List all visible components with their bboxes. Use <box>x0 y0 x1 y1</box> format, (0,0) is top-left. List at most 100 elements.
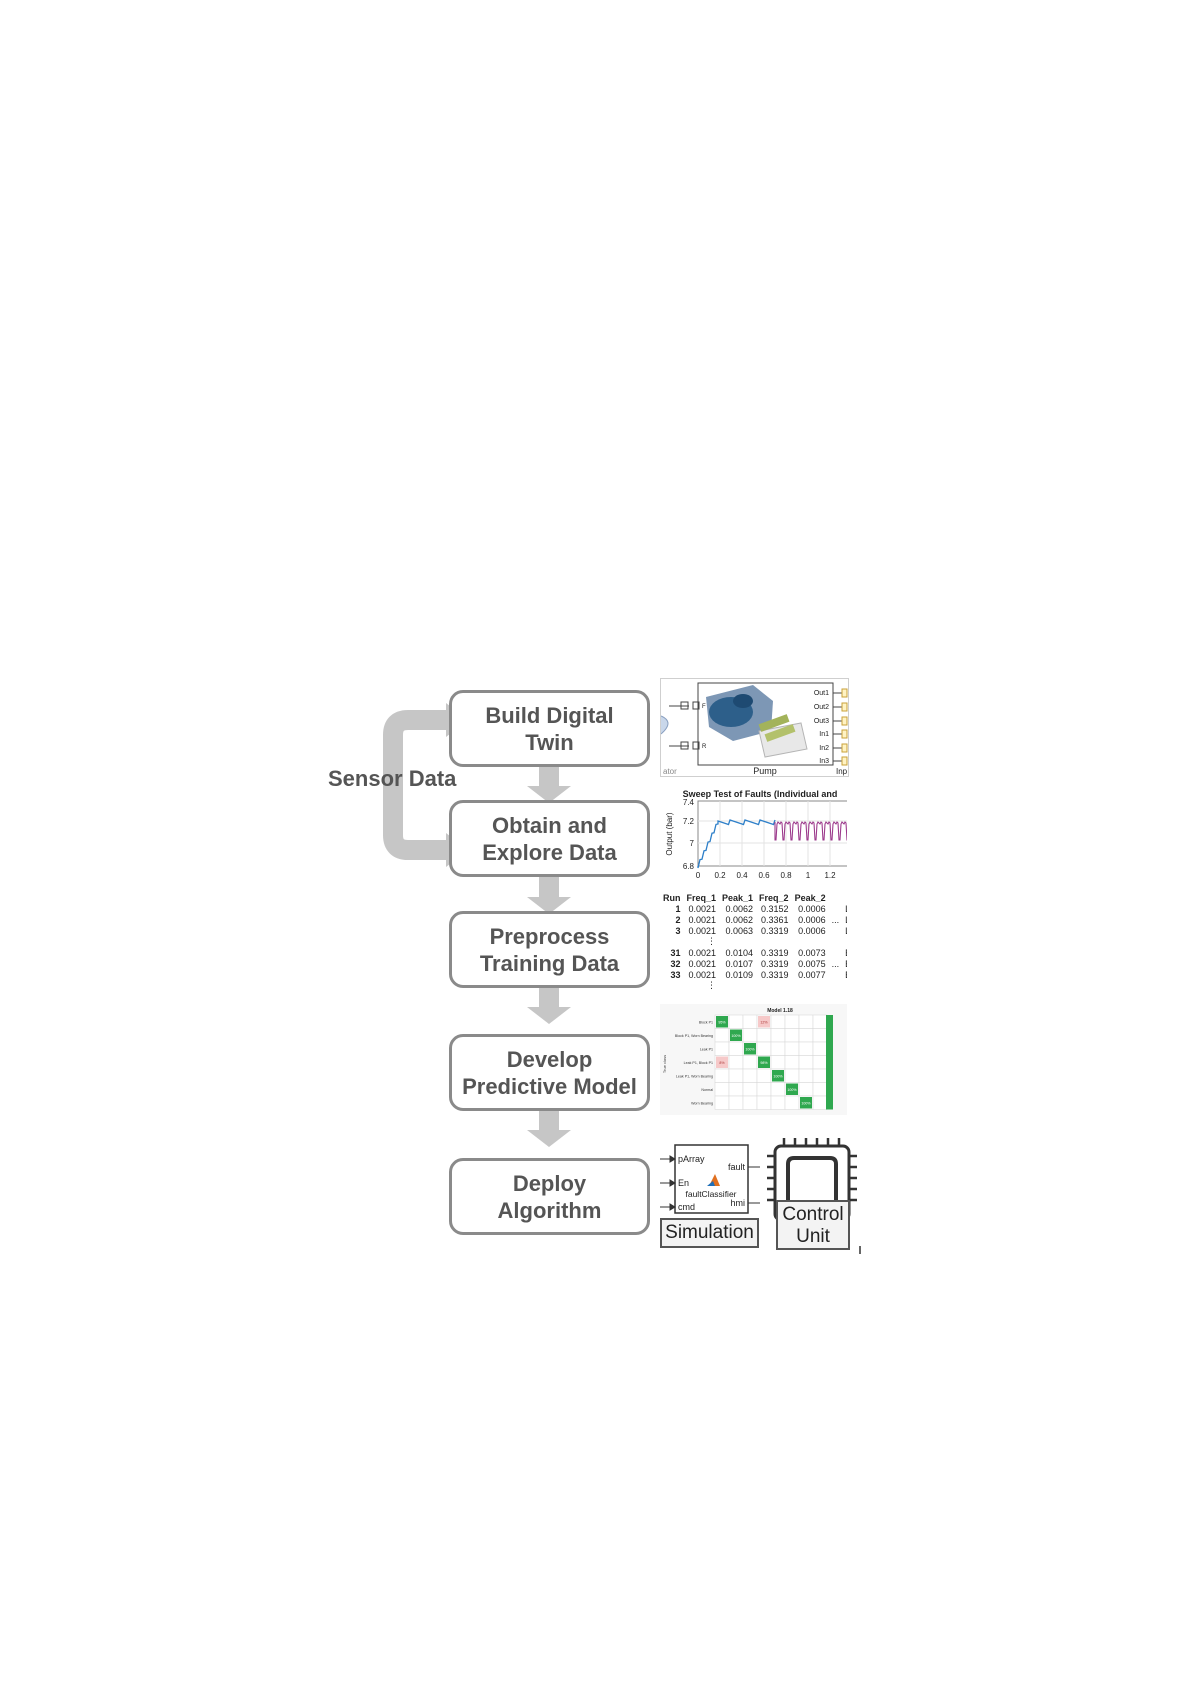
step-line: Twin <box>525 729 574 755</box>
table-cell: 0.0062 <box>725 914 754 925</box>
port-label: In2 <box>819 745 829 752</box>
control-unit-line: Unit <box>796 1226 830 1247</box>
cm-cell <box>728 1068 744 1083</box>
table-cell: 0.0109 <box>725 969 754 980</box>
output-label: fault <box>728 1162 746 1172</box>
table-cell: 0.0107 <box>725 958 754 969</box>
input-label: cmd <box>678 1202 695 1212</box>
cm-diag-cell <box>800 1097 812 1109</box>
cm-summary-cell <box>826 1042 833 1056</box>
step-line: Preprocess <box>489 923 610 949</box>
table-cell: 0.0073 <box>798 947 826 958</box>
cm-cell <box>756 1028 772 1043</box>
table-cell <box>829 969 843 980</box>
trace-magenta <box>774 821 847 841</box>
cm-ylabel: True class <box>662 1055 667 1073</box>
cm-diag-cell <box>758 1056 770 1068</box>
cm-diag-value: 100% <box>745 1048 755 1052</box>
block-name: faultClassifier <box>685 1189 736 1199</box>
table-cell: 0.0021 <box>688 925 717 936</box>
arrow-4 <box>527 1130 571 1147</box>
x-tick: 0.6 <box>758 871 770 880</box>
cm-cell <box>728 1055 744 1070</box>
down-arrows <box>527 766 571 1147</box>
cm-cell <box>812 1068 828 1083</box>
step-deploy: Deploy Algorithm <box>449 1158 650 1235</box>
table-cell: 31 <box>670 947 681 958</box>
cm-cell <box>714 1095 730 1110</box>
table-cell: Bl <box>842 969 847 980</box>
control-unit-line: Control <box>782 1204 844 1225</box>
table-cell: 0.3319 <box>761 925 789 936</box>
cm-cell <box>812 1055 828 1070</box>
cm-diag-value: 100% <box>801 1102 811 1106</box>
cm-row-label: Worn Bearing <box>691 1102 713 1106</box>
cm-diag-value: 95% <box>718 1021 726 1025</box>
x-tick: 0.2 <box>714 871 726 880</box>
arrow-2 <box>527 897 571 914</box>
cm-cell <box>742 1095 758 1110</box>
table-cell: 0.0104 <box>725 947 754 958</box>
cm-cell <box>742 1055 758 1070</box>
cm-offdiag-cell <box>716 1056 728 1068</box>
cm-offdiag-cell <box>758 1016 770 1028</box>
table-row: ⋮ <box>660 936 847 947</box>
table-cell <box>792 980 829 991</box>
classifier-block <box>674 1144 749 1214</box>
cm-cell <box>728 1082 744 1097</box>
table-cell: 0.0021 <box>688 947 717 958</box>
table-cell: 0.0021 <box>688 903 717 914</box>
input-label: pArray <box>678 1154 705 1164</box>
table-cell: 0.0077 <box>798 969 826 980</box>
trace-blue <box>697 819 776 869</box>
cm-offdiag-value: 12% <box>760 1021 768 1025</box>
left-caption: ator <box>663 767 677 776</box>
cm-cell <box>728 1014 744 1029</box>
sweep-chart-panel: Sweep Test of Faults (Individual and 7.4… <box>660 786 847 883</box>
port-label: Out1 <box>814 690 829 697</box>
port-b-label: R <box>702 744 707 750</box>
chart-title: Sweep Test of Faults (Individual and <box>683 789 838 799</box>
step-build-digital-twin: Build Digital Twin <box>449 690 650 767</box>
deploy-panel: pArray En cmd fault hmi faultClassifier … <box>660 1138 862 1254</box>
table-cell <box>829 903 843 914</box>
cm-row-label: Leak P1 <box>700 1048 713 1052</box>
table-cell <box>756 936 792 947</box>
cm-row-label: Leak P1, Block P1 <box>684 1061 713 1065</box>
table-cell: ⋮ <box>707 936 717 946</box>
cm-cell <box>812 1095 828 1110</box>
table-cell: 0.0062 <box>725 903 754 914</box>
table-cell: Le <box>842 903 847 914</box>
cm-diag-value: 98% <box>760 1061 768 1065</box>
cm-row-label: Block P1 <box>699 1021 713 1025</box>
cm-diag-cell <box>730 1029 742 1041</box>
x-tick: 0 <box>696 871 701 880</box>
x-tick: 0.4 <box>736 871 748 880</box>
control-unit-label: Control Unit <box>776 1200 850 1250</box>
table-row: ⋮ <box>660 980 847 991</box>
y-label: Output (bar) <box>665 812 674 855</box>
table-cell: 0.0021 <box>688 958 717 969</box>
cm-summary-cell <box>826 1028 833 1042</box>
cm-cell <box>714 1068 730 1083</box>
cm-cell <box>742 1014 758 1029</box>
col-header: Freq_1 <box>686 893 717 903</box>
col-header: Freq_2 <box>759 893 789 903</box>
table-cell: ⋮ <box>707 980 717 990</box>
table-cell: ... <box>831 914 840 925</box>
table-cell: 3 <box>675 925 681 936</box>
cm-cell <box>714 1041 730 1056</box>
cm-cell <box>784 1055 800 1070</box>
cm-row-label: Leak P1, Worn Bearing <box>676 1075 713 1079</box>
cm-summary-cell <box>826 1082 833 1096</box>
cm-cell <box>742 1068 758 1083</box>
cm-cell <box>798 1055 814 1070</box>
col-header: Peak_1 <box>722 893 754 903</box>
table-cell <box>792 936 829 947</box>
cm-diag-value: 100% <box>773 1075 783 1079</box>
table-cell: 0.0075 <box>798 958 826 969</box>
y-tick: 7 <box>690 839 695 848</box>
right-caption: Inp <box>836 767 848 776</box>
